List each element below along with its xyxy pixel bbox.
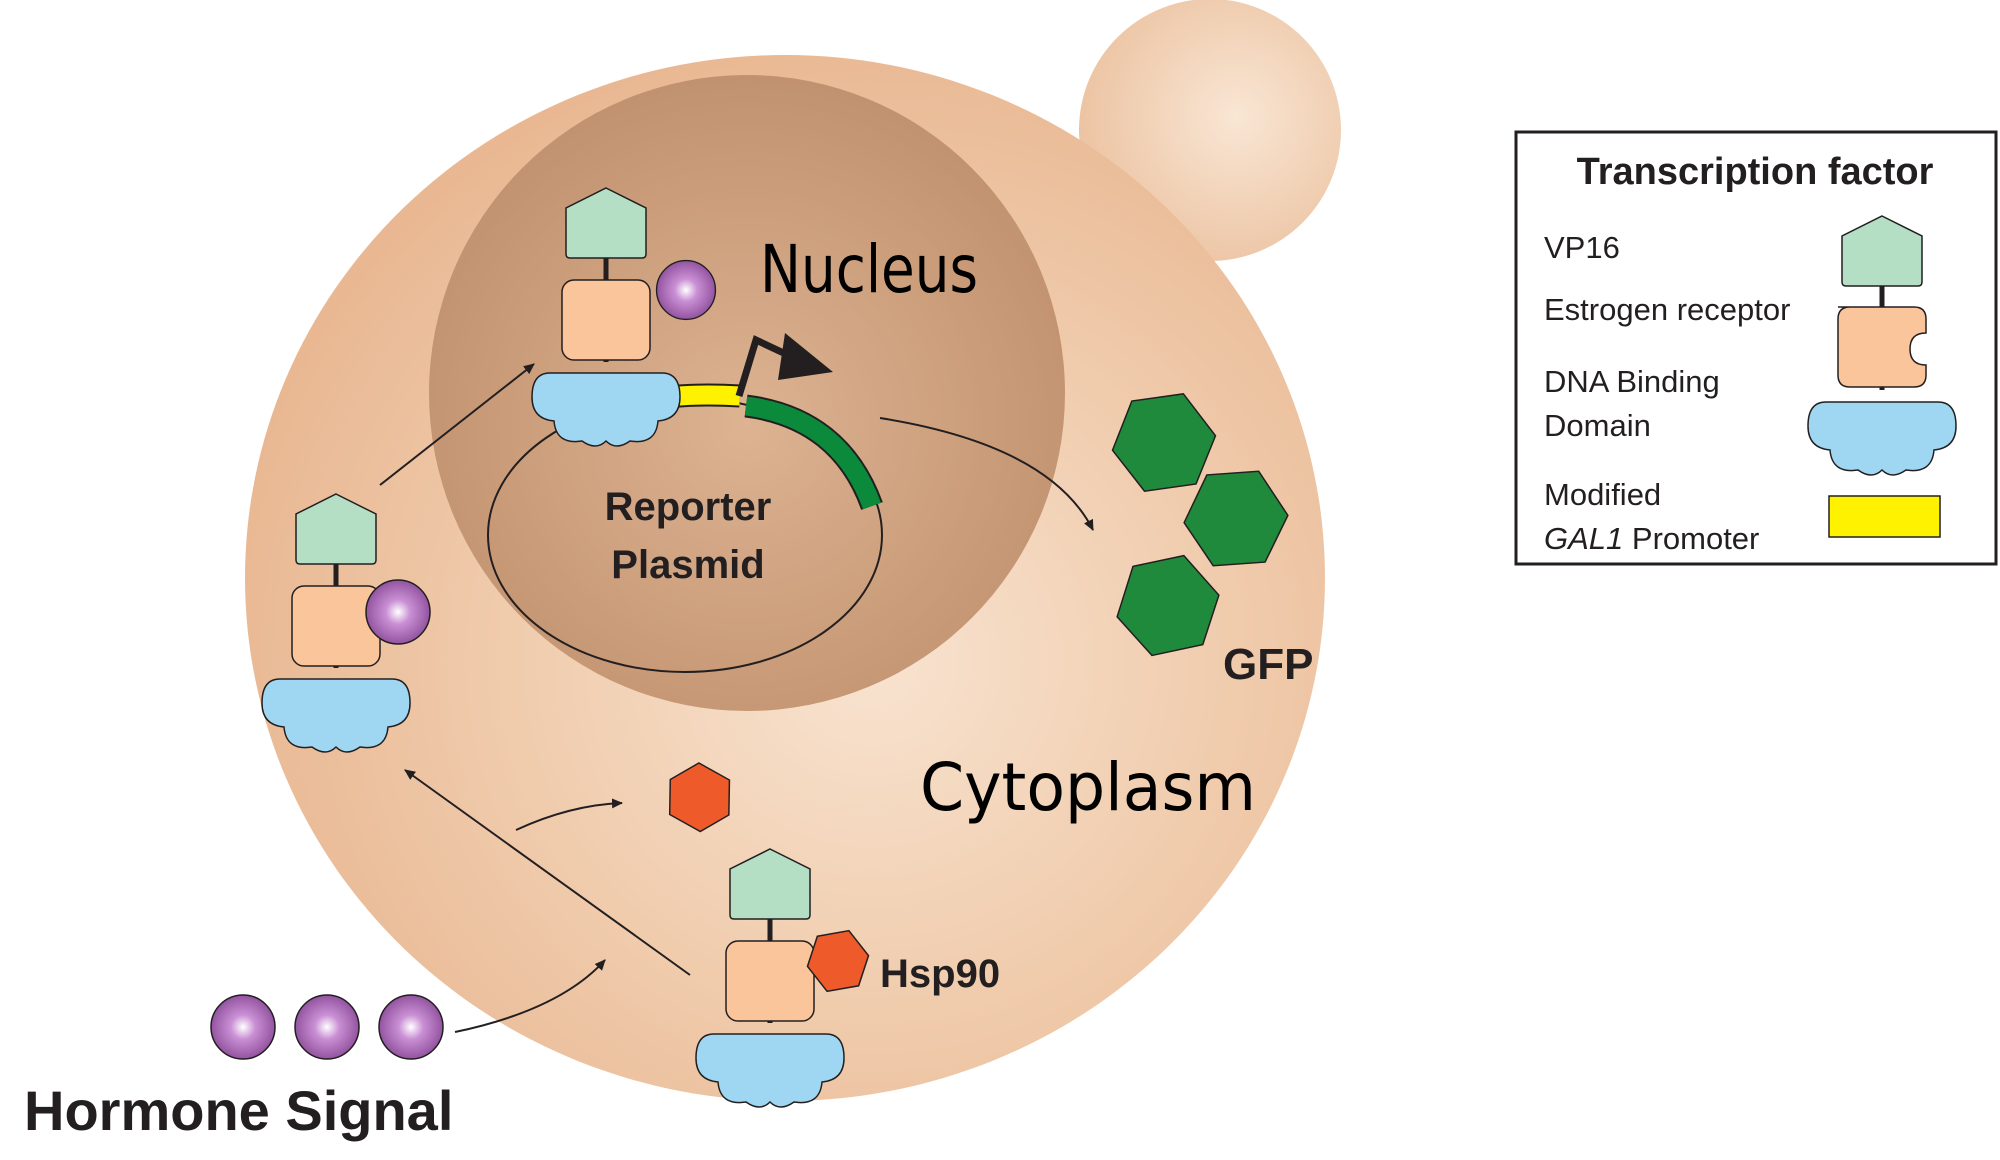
hsp90-free (668, 762, 731, 833)
legend-tf-icon (1807, 215, 1957, 476)
reporter-gene (744, 396, 881, 510)
reporter-label-line1: Reporter (605, 485, 772, 529)
nucleus-label: Nucleus (760, 231, 978, 308)
arrow-tf-to-nucleus (379, 363, 535, 486)
hsp90-bound (806, 929, 870, 993)
arrow-hormone-to-complex (454, 959, 606, 1033)
legend-promoter-swatch (1828, 495, 1941, 538)
hormone-signal-label: Hormone Signal (24, 1079, 453, 1142)
gfp-label: GFP (1223, 640, 1313, 689)
hormone-ball-2 (294, 994, 360, 1060)
tf-nucleus (531, 187, 717, 447)
arrow-complex-to-active-tf (404, 769, 691, 976)
legend-er-shape (1837, 306, 1927, 388)
gfp-hex-2 (1183, 470, 1289, 567)
legend-er-label: Estrogen receptor (1544, 292, 1790, 327)
hormone-balls (210, 994, 444, 1060)
hormone-ball-3 (378, 994, 444, 1060)
transcription-arrowhead (778, 333, 833, 380)
legend-promoter-label-2: GAL1 Promoter (1544, 521, 1759, 556)
cytoplasm-label: Cytoplasm (920, 749, 1256, 826)
legend-dbd-label-2: Domain (1544, 408, 1651, 443)
transcription-start-arrow (735, 335, 792, 398)
arrow-hsp90-release (515, 798, 623, 831)
legend: Transcription factor VP16 Estrogen recep… (1514, 130, 1998, 566)
tf-with-hsp90 (695, 848, 870, 1108)
hormone-ball-1 (210, 994, 276, 1060)
legend-promoter-italic: GAL1 (1544, 521, 1623, 556)
gfp-hex-3 (1116, 554, 1220, 657)
tf-cytoplasm-bound (261, 493, 431, 753)
legend-promoter-rest: Promoter (1623, 521, 1759, 556)
gfp-hex-1 (1111, 393, 1217, 492)
hsp90-label: Hsp90 (880, 952, 1000, 996)
legend-vp16-label: VP16 (1544, 230, 1620, 265)
reporter-label-line2: Plasmid (611, 543, 764, 587)
legend-promoter-label-1: Modified (1544, 477, 1661, 512)
legend-box (1514, 130, 1998, 566)
arrow-expression-to-gfp (879, 417, 1094, 531)
legend-dbd-label-1: DNA Binding (1544, 364, 1720, 399)
legend-title: Transcription factor (1577, 151, 1934, 193)
